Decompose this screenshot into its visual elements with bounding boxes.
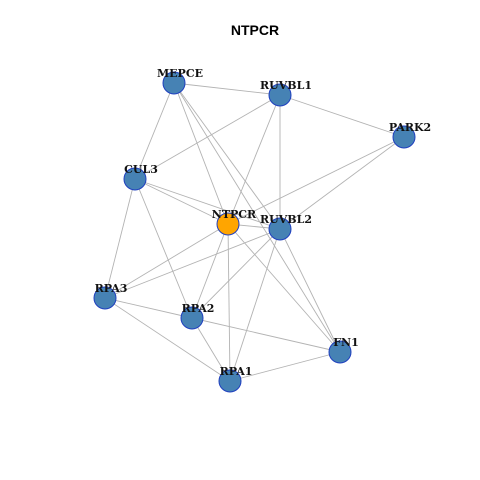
edge-rpa3-rpa2: [104, 297, 193, 319]
edge-ruvbl2-rpa1: [229, 228, 281, 382]
edge-rpa2-fn1: [191, 317, 341, 353]
node-ntpcr: [216, 212, 240, 236]
edge-layer: [104, 82, 405, 382]
node-label-ntpcr: NTPCR: [212, 208, 257, 221]
node-label-park2: PARK2: [389, 121, 431, 134]
node-label-rpa3: RPA3: [95, 282, 128, 295]
node-fn1: [328, 340, 352, 364]
node-rpa2: [180, 306, 204, 330]
edge-rpa3-rpa1: [104, 297, 231, 382]
node-ruvbl2: [268, 217, 292, 241]
node-cul3: [123, 167, 147, 191]
edge-mepce-ruvbl2: [173, 82, 281, 230]
node-rpa3: [93, 286, 117, 310]
edge-ntpcr-fn1: [227, 223, 341, 353]
edge-ruvbl2-fn1: [279, 228, 341, 353]
edge-ruvbl1-cul3: [134, 94, 281, 180]
edge-cul3-rpa3: [104, 178, 136, 299]
edge-cul3-rpa2: [134, 178, 193, 319]
node-mepce: [162, 71, 186, 95]
edge-cul3-ruvbl2: [134, 178, 281, 230]
node-label-ruvbl2: RUVBL2: [260, 213, 312, 226]
edge-park2-ruvbl2: [279, 136, 405, 230]
edge-ruvbl1-park2: [279, 94, 405, 138]
node-rpa1: [218, 369, 242, 393]
edge-cul3-ntpcr: [134, 178, 229, 225]
edge-ntpcr-rpa1: [227, 223, 231, 382]
edge-ntpcr-rpa3: [104, 223, 229, 299]
edge-park2-ntpcr: [227, 136, 405, 225]
edge-mepce-ntpcr: [173, 82, 229, 225]
edge-mepce-cul3: [134, 82, 175, 180]
edge-rpa1-fn1: [229, 351, 341, 382]
edge-ruvbl2-rpa3: [104, 228, 281, 299]
node-label-rpa2: RPA2: [182, 302, 215, 315]
edge-mepce-fn1: [173, 82, 341, 353]
edge-ntpcr-rpa2: [191, 223, 229, 319]
node-label-mepce: MEPCE: [157, 67, 203, 80]
node-park2: [392, 125, 416, 149]
node-label-ruvbl1: RUVBL1: [260, 79, 312, 92]
edge-rpa2-rpa1: [191, 317, 231, 382]
node-layer: [93, 71, 416, 393]
node-label-rpa1: RPA1: [220, 365, 253, 378]
node-ruvbl1: [268, 83, 292, 107]
figure-title: NTPCR: [231, 22, 279, 38]
edge-ruvbl2-rpa2: [191, 228, 281, 319]
edge-ruvbl1-ntpcr: [227, 94, 281, 225]
edge-mepce-ruvbl1: [173, 82, 281, 96]
node-label-cul3: CUL3: [124, 163, 158, 176]
node-label-fn1: FN1: [333, 336, 359, 349]
